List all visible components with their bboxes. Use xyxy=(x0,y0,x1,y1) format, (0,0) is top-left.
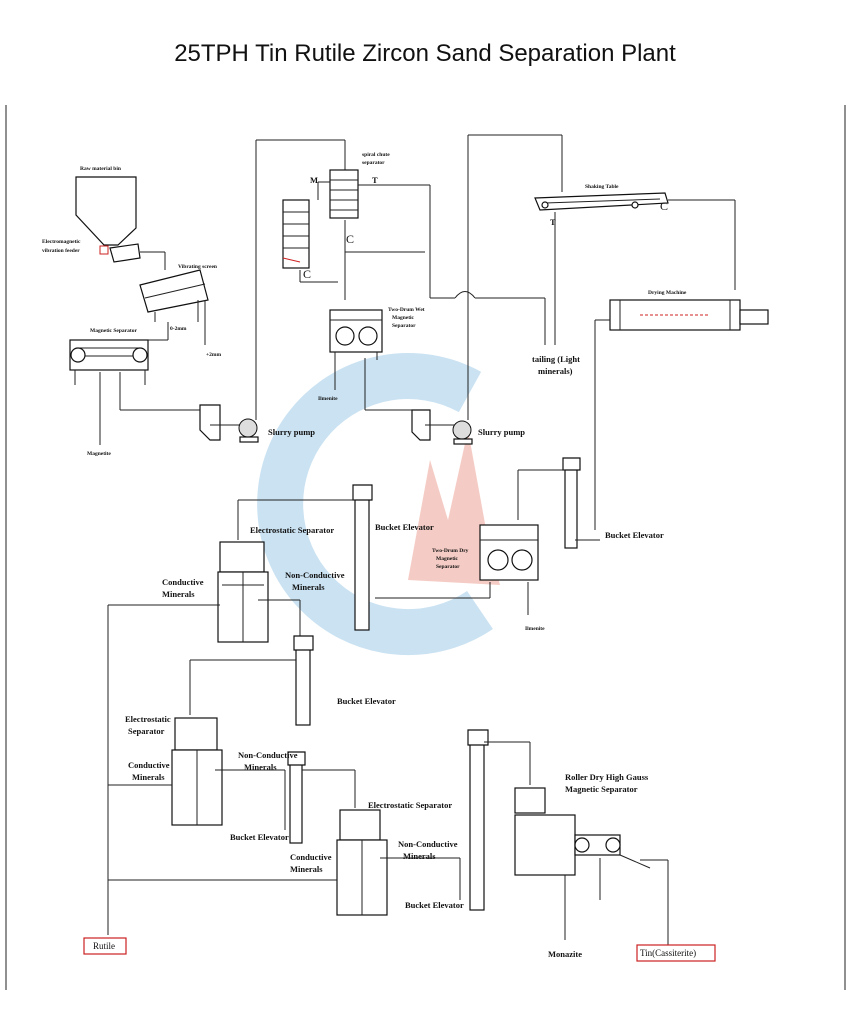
label-bucket-elevator-2: Bucket Elevator xyxy=(605,530,664,540)
bucket-elevator-right xyxy=(562,457,581,549)
label-electrostatic-sep-3: Electrostatic Separator xyxy=(368,800,452,810)
slurry-pump-1 xyxy=(238,418,259,443)
tin-output-box xyxy=(636,944,716,962)
wet-magnetic-separator xyxy=(329,309,383,360)
label-nonconductive-2b: Minerals xyxy=(244,762,277,772)
label-bucket-elevator-1: Bucket Elevator xyxy=(375,522,434,532)
label-tailing-2: minerals) xyxy=(538,366,573,376)
label-shaking-table: Shaking Table xyxy=(585,184,619,190)
dry-magnetic-separator xyxy=(479,524,539,581)
label-slurry-pump-2: Slurry pump xyxy=(478,427,525,437)
label-nonconductive-2a: Non-Conductive xyxy=(238,750,298,760)
label-dry-mag-3: Separator xyxy=(436,564,460,570)
electrostatic-separator-2 xyxy=(171,717,223,826)
label-conductive-3b: Minerals xyxy=(290,864,323,874)
label-wet-mag-2: Magnetic xyxy=(392,315,415,321)
label-bucket-elevator-4: Bucket Elevator xyxy=(230,832,289,842)
magnetic-separator xyxy=(69,339,149,385)
watermark-logo xyxy=(257,353,500,656)
label-roller-1: Roller Dry High Gauss xyxy=(565,772,649,782)
bucket-elevator-lower-1 xyxy=(287,751,306,844)
label-vibrating-screen: Vibrating screen xyxy=(178,264,217,270)
rutile-output-box xyxy=(83,937,127,955)
label-nonconductive-1b: Minerals xyxy=(292,582,325,592)
label-feeder-2: vibration feeder xyxy=(42,248,80,254)
label-nonconductive-3a: Non-Conductive xyxy=(398,839,458,849)
label-conductive-2a: Conductive xyxy=(128,760,170,770)
marker-c2: C xyxy=(303,267,311,281)
bucket-elevator-center-1 xyxy=(352,484,373,631)
label-electrostatic-sep-2b: Separator xyxy=(128,726,165,736)
label-raw-bin: Raw material bin xyxy=(80,166,121,172)
marker-t1: T xyxy=(372,175,378,185)
label-spiral-1: spiral chute xyxy=(362,152,390,158)
electrostatic-separator-3 xyxy=(336,809,388,916)
label-magnetic-separator: Magnetic Separator xyxy=(90,328,137,334)
label-roller-2: Magnetic Separator xyxy=(565,784,638,794)
label-ilmenite-1: Ilmenite xyxy=(318,396,338,402)
label-tailing-1: tailing (Light xyxy=(532,354,580,364)
electrostatic-separator-1 xyxy=(217,541,269,643)
raw-material-bin xyxy=(75,176,137,246)
label-wet-mag-3: Separator xyxy=(392,323,416,329)
label-drying-machine: Drying Machine xyxy=(648,290,687,296)
label-dry-mag-1: Two-Drum Dry xyxy=(432,548,469,554)
label-magnetite: Magnetite xyxy=(87,451,111,457)
label-electrostatic-sep-1: Electrostatic Separator xyxy=(250,525,334,535)
marker-t2: T xyxy=(550,217,556,227)
label-bucket-elevator-5: Bucket Elevator xyxy=(405,900,464,910)
slurry-pump-2 xyxy=(452,420,473,445)
bucket-elevator-center-2 xyxy=(293,635,314,726)
label-conductive-2b: Minerals xyxy=(132,772,165,782)
vibration-feeder xyxy=(99,243,141,263)
sump-tank-2 xyxy=(411,409,431,441)
label-bucket-elevator-3: Bucket Elevator xyxy=(337,696,396,706)
marker-c3: C xyxy=(660,199,668,213)
label-size-coarse: +2mm xyxy=(206,352,221,358)
label-electrostatic-sep-2a: Electrostatic xyxy=(125,714,171,724)
bucket-elevator-lower-2 xyxy=(467,729,489,911)
label-ilmenite-2: Ilmenite xyxy=(525,626,545,632)
label-nonconductive-1a: Non-Conductive xyxy=(285,570,345,580)
label-dry-mag-2: Magnetic xyxy=(436,556,459,562)
label-conductive-1b: Minerals xyxy=(162,589,195,599)
label-conductive-1a: Conductive xyxy=(162,577,204,587)
shaking-table xyxy=(534,192,669,211)
label-monazite: Monazite xyxy=(548,949,582,959)
page-title: 25TPH Tin Rutile Zircon Sand Separation … xyxy=(174,40,676,67)
label-nonconductive-3b: Minerals xyxy=(403,851,436,861)
label-feeder-1: Electromagnetic xyxy=(42,239,81,245)
label-wet-mag-1: Two-Drum Wet xyxy=(388,307,425,313)
label-tin: Tin(Cassiterite) xyxy=(640,948,696,958)
roller-magnetic-separator xyxy=(514,787,651,876)
marker-c1: C xyxy=(346,232,354,246)
label-size-fine: 0-2mm xyxy=(170,326,187,332)
label-spiral-2: separator xyxy=(362,160,385,166)
spiral-chute-1 xyxy=(282,199,310,269)
sump-tank-1 xyxy=(199,404,221,441)
spiral-chute-2 xyxy=(329,169,359,219)
label-slurry-pump-1: Slurry pump xyxy=(268,427,315,437)
label-conductive-3a: Conductive xyxy=(290,852,332,862)
marker-m: M xyxy=(310,175,318,185)
label-rutile: Rutile xyxy=(93,941,115,951)
vibrating-screen xyxy=(139,269,209,322)
drying-machine xyxy=(609,299,769,331)
